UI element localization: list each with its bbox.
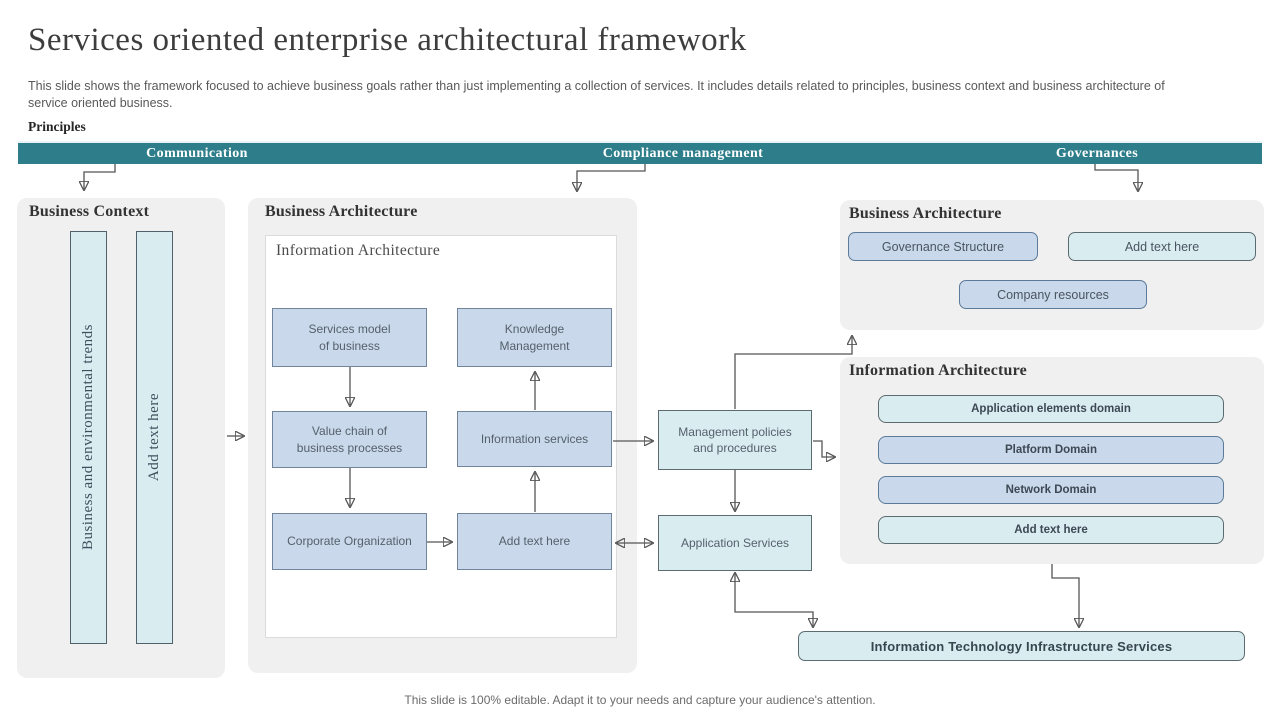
value-chain-box: Value chain of business processes [272, 411, 427, 468]
it-infrastructure-services-bar: Information Technology Infrastructure Se… [798, 631, 1245, 661]
business-architecture-center-title: Business Architecture [265, 203, 418, 220]
business-context-panel [17, 198, 225, 678]
principle-compliance-management: Compliance management [602, 145, 764, 161]
arrow-management-policies-to-business-architecture-right [734, 337, 852, 409]
add-text-placeholder-box[interactable]: Add text here [457, 513, 612, 570]
arrow-information-architecture-to-infrastructure [1051, 564, 1079, 626]
knowledge-management-box: Knowledge Management [457, 308, 612, 367]
page-title: Services oriented enterprise architectur… [28, 22, 747, 58]
slide-description: This slide shows the framework focused t… [28, 79, 1165, 110]
principles-label: Principles [28, 119, 86, 134]
principle-communication: Communication [146, 145, 248, 161]
governance-structure-pill: Governance Structure [848, 232, 1038, 261]
information-services-box: Information services [457, 411, 612, 467]
arrow-communication-to-business-context [84, 164, 116, 189]
application-services-box: Application Services [658, 515, 812, 571]
business-context-title: Business Context [29, 203, 150, 220]
footer-note: This slide is 100% editable. Adapt it to… [404, 693, 876, 707]
add-text-placeholder-domain-pill[interactable]: Add text here [878, 516, 1224, 544]
principles-bar: Communication Compliance management Gove… [18, 141, 1262, 164]
services-model-of-business-box: Services model of business [272, 308, 427, 367]
business-architecture-right-title: Business Architecture [849, 205, 1002, 222]
business-environmental-trends-bar: Business and environmental trends [70, 231, 107, 644]
management-policies-box: Management policies and procedures [658, 410, 812, 470]
corporate-organization-box: Corporate Organization [272, 513, 427, 570]
add-text-placeholder-pill[interactable]: Add text here [1068, 232, 1256, 261]
platform-domain-pill: Platform Domain [878, 436, 1224, 464]
information-architecture-right-title: Information Architecture [849, 362, 1027, 379]
arrow-compliance-to-business-architecture [577, 164, 646, 190]
company-resources-pill: Company resources [959, 280, 1147, 309]
arrow-management-policies-to-information-architecture-right [813, 440, 834, 457]
arrow-application-services-infrastructure-bidirectional [735, 574, 813, 626]
principle-governances: Governances [1055, 145, 1139, 161]
add-text-placeholder-bar[interactable]: Add text here [136, 231, 173, 644]
network-domain-pill: Network Domain [878, 476, 1224, 504]
arrow-governances-to-business-architecture-right [1094, 164, 1138, 190]
information-architecture-inner-title: Information Architecture [276, 242, 441, 259]
application-elements-domain-pill: Application elements domain [878, 395, 1224, 423]
